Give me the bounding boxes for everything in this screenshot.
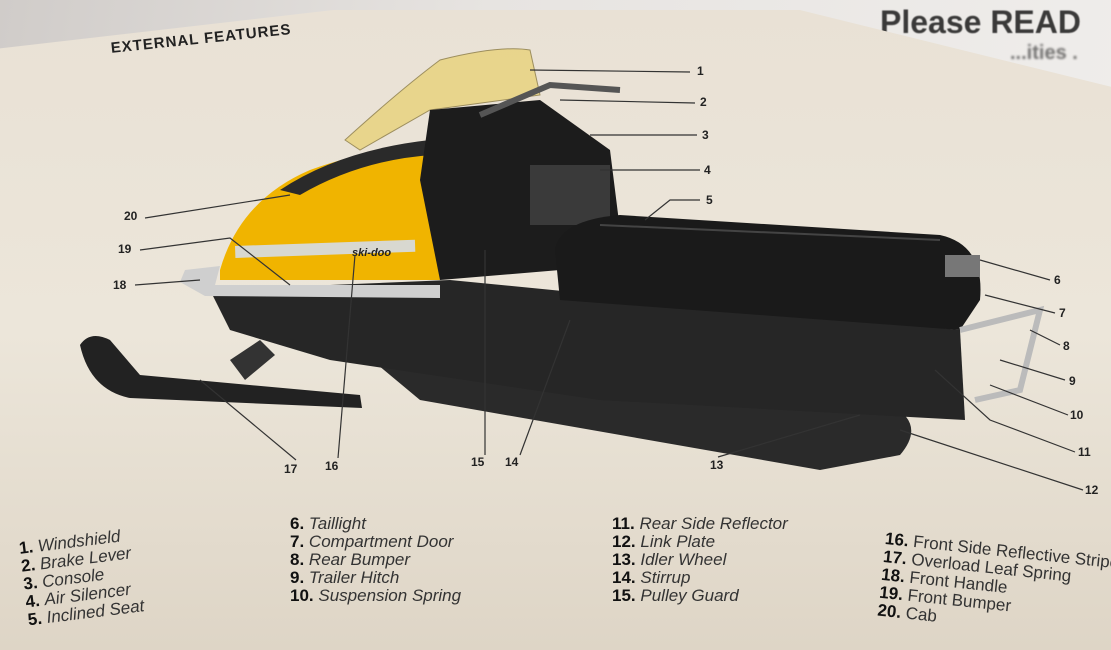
callout-19: 19 — [118, 242, 132, 256]
callout-7: 7 — [1059, 306, 1066, 320]
legend-column-2: 6. Taillight 7. Compartment Door 8. Rear… — [290, 515, 461, 605]
callout-18: 18 — [113, 278, 127, 292]
legend-item: 7. Compartment Door — [290, 532, 454, 551]
legend-item: 11. Rear Side Reflector — [612, 514, 788, 533]
callout-12: 12 — [1085, 483, 1099, 497]
callout-5: 5 — [706, 193, 713, 207]
seat — [555, 215, 981, 330]
legend-item: 6. Taillight — [290, 514, 366, 533]
legend-item: 14. Stirrup — [612, 568, 691, 587]
leader-lines — [134, 69, 1084, 491]
decal-logo: ski-doo — [352, 247, 391, 259]
callout-9: 9 — [1069, 374, 1076, 388]
banner-text: Please READ — [880, 4, 1081, 40]
callout-2: 2 — [700, 95, 707, 109]
legend-item: 9. Trailer Hitch — [290, 568, 400, 587]
callout-11: 11 — [1078, 445, 1091, 459]
decal-stripe — [235, 239, 416, 258]
legend-item: 13. Idler Wheel — [612, 550, 727, 569]
snowmobile-illustration: ski-doo — [80, 48, 1084, 491]
callout-10: 10 — [1070, 408, 1084, 422]
callout-14: 14 — [505, 455, 519, 469]
legend-column-1: 1. Windshield 2. Brake Lever 3. Console … — [18, 526, 145, 630]
banner-second-line: ...ities . — [1010, 42, 1078, 64]
ski — [80, 336, 362, 408]
legend-item: 12. Link Plate — [612, 532, 716, 551]
callout-13: 13 — [710, 458, 724, 472]
ski-leg — [230, 340, 275, 380]
air-silencer — [530, 165, 610, 225]
callout-6: 6 — [1054, 273, 1061, 287]
rear-bumper — [959, 305, 1045, 403]
front-bumper — [180, 266, 440, 298]
legend-item: 8. Rear Bumper — [290, 550, 411, 569]
cab-top — [280, 140, 432, 195]
callout-4: 4 — [704, 163, 711, 177]
callout-1: 1 — [697, 64, 704, 78]
callout-16: 16 — [325, 459, 339, 473]
legend-item: 15. Pulley Guard — [612, 586, 739, 605]
legend-column-3: 11. Rear Side Reflector 12. Link Plate 1… — [612, 515, 788, 605]
callout-15: 15 — [471, 455, 485, 469]
callout-3: 3 — [702, 128, 709, 142]
callout-17: 17 — [284, 462, 298, 476]
callout-8: 8 — [1063, 339, 1070, 353]
callout-20: 20 — [124, 209, 138, 223]
taillight — [945, 255, 980, 277]
handlebar — [478, 81, 621, 118]
windshield — [344, 48, 541, 151]
legend-item: 10. Suspension Spring — [290, 586, 462, 605]
